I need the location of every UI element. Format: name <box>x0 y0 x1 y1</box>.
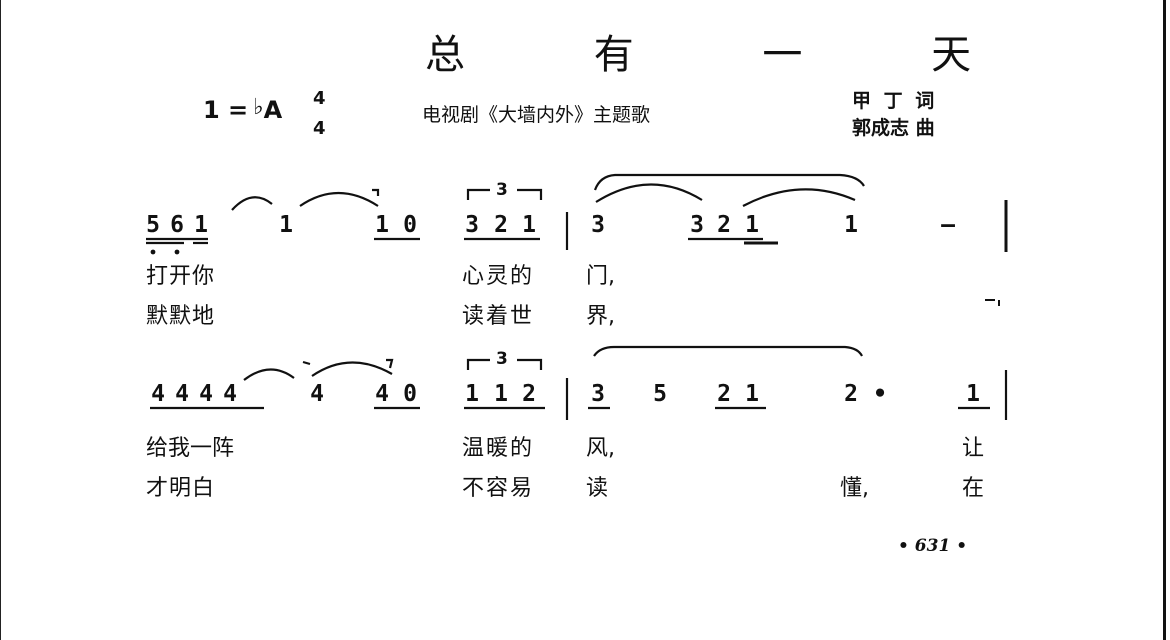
s1-note: 3 <box>465 212 479 238</box>
s2-note: 0 <box>403 381 417 407</box>
s2-verse2-lyric: 在 <box>962 476 985 501</box>
s2-note: 1 <box>465 381 479 407</box>
page-number: • 631 • <box>898 536 968 556</box>
s2-note: 1 <box>494 381 508 407</box>
s2-verse1-lyric: 温暖的 <box>462 436 535 461</box>
s2-verse1-lyric: 给我一阵 <box>146 436 235 461</box>
s2-verse1-lyric: 风, <box>586 436 615 461</box>
s1-note: 6 <box>170 212 184 238</box>
left-border <box>0 0 1 640</box>
s1-note: 1 <box>279 212 293 238</box>
s1-note: 0 <box>403 212 417 238</box>
s1-dash: — <box>941 212 955 238</box>
s1-verse1-lyric: 门, <box>586 264 615 289</box>
s2-note: 3 <box>591 381 605 407</box>
s2-note: 4 <box>199 381 213 407</box>
s2-verse2-lyric: 读 <box>586 476 609 501</box>
time-signature-top: 4 <box>313 88 326 109</box>
s1-note: 5 <box>146 212 160 238</box>
s1-note: 1 <box>745 212 759 238</box>
s2-note: 2 <box>844 381 858 407</box>
s1-note: 1 <box>522 212 536 238</box>
s2-triplet-bracket <box>466 358 490 370</box>
time-signature-bottom: 4 <box>313 118 326 139</box>
s2-note: 2 <box>717 381 731 407</box>
s1-note: 1 <box>844 212 858 238</box>
s1-note: 2 <box>494 212 508 238</box>
s1-note: 3 <box>591 212 605 238</box>
s1-note: 2 <box>717 212 731 238</box>
song-title: 总 有 一 天 <box>425 32 1030 78</box>
s2-verse2-lyric: 才明白 <box>146 476 216 501</box>
s2-note: 4 <box>375 381 389 407</box>
s2-triplet-bracket <box>517 358 543 370</box>
s2-verse2-lyric: 不容易 <box>462 476 535 501</box>
key-prefix: 1 = <box>203 96 249 124</box>
s2-note: 4 <box>310 381 324 407</box>
s2-breath-mark <box>302 360 311 366</box>
s1-triplet-bracket <box>466 188 490 200</box>
s1-verse2-lyric: 读着世 <box>462 304 535 329</box>
s2-note: 4 <box>151 381 165 407</box>
key-signature: 1 = ♭A <box>203 95 283 124</box>
s1-note: 1 <box>194 212 208 238</box>
subtitle: 电视剧《大墙内外》主题歌 <box>422 104 651 126</box>
s1-octave-dot <box>174 249 180 255</box>
s2-note: 4 <box>223 381 237 407</box>
s1-slur <box>595 183 703 203</box>
s1-triplet-bracket <box>517 188 543 200</box>
right-border <box>1163 0 1166 640</box>
s2-note: 4 <box>175 381 189 407</box>
s2-note: 5 <box>653 381 667 407</box>
s2-dot: • <box>873 381 887 407</box>
s1-verse2-lyric: 默默地 <box>146 304 216 329</box>
s1-note: 3 <box>690 212 704 238</box>
s1-breath-mark <box>372 188 380 196</box>
s2-slur <box>243 368 295 381</box>
s1-verse1-lyric: 心灵的 <box>462 264 535 289</box>
scan-mark <box>985 299 995 301</box>
s2-slur <box>593 345 863 357</box>
s1-note: 1 <box>375 212 389 238</box>
flat-symbol: ♭ <box>253 95 264 120</box>
composer-credit: 郭成志 曲 <box>852 117 935 139</box>
lyricist-credit: 甲 丁 词 <box>852 90 938 112</box>
s2-breath-mark <box>386 358 394 369</box>
s1-octave-dot <box>150 249 156 255</box>
s1-slur <box>231 196 273 211</box>
s1-slur <box>742 188 856 207</box>
s1-triplet-number: 3 <box>496 180 508 200</box>
s1-verse2-lyric: 界, <box>586 304 615 329</box>
s1-slur <box>593 173 865 191</box>
s2-triplet-number: 3 <box>496 349 508 369</box>
s1-verse1-lyric: 打开你 <box>146 264 216 289</box>
s1-slur <box>299 191 379 207</box>
s2-note: 2 <box>522 381 536 407</box>
s2-note: 1 <box>745 381 759 407</box>
key-note: A <box>263 96 283 124</box>
scan-mark <box>998 300 1000 306</box>
s2-verse2-lyric: 懂, <box>840 476 869 501</box>
s2-note: 1 <box>966 381 980 407</box>
s2-slur <box>311 361 393 377</box>
s2-verse1-lyric: 让 <box>962 436 985 461</box>
